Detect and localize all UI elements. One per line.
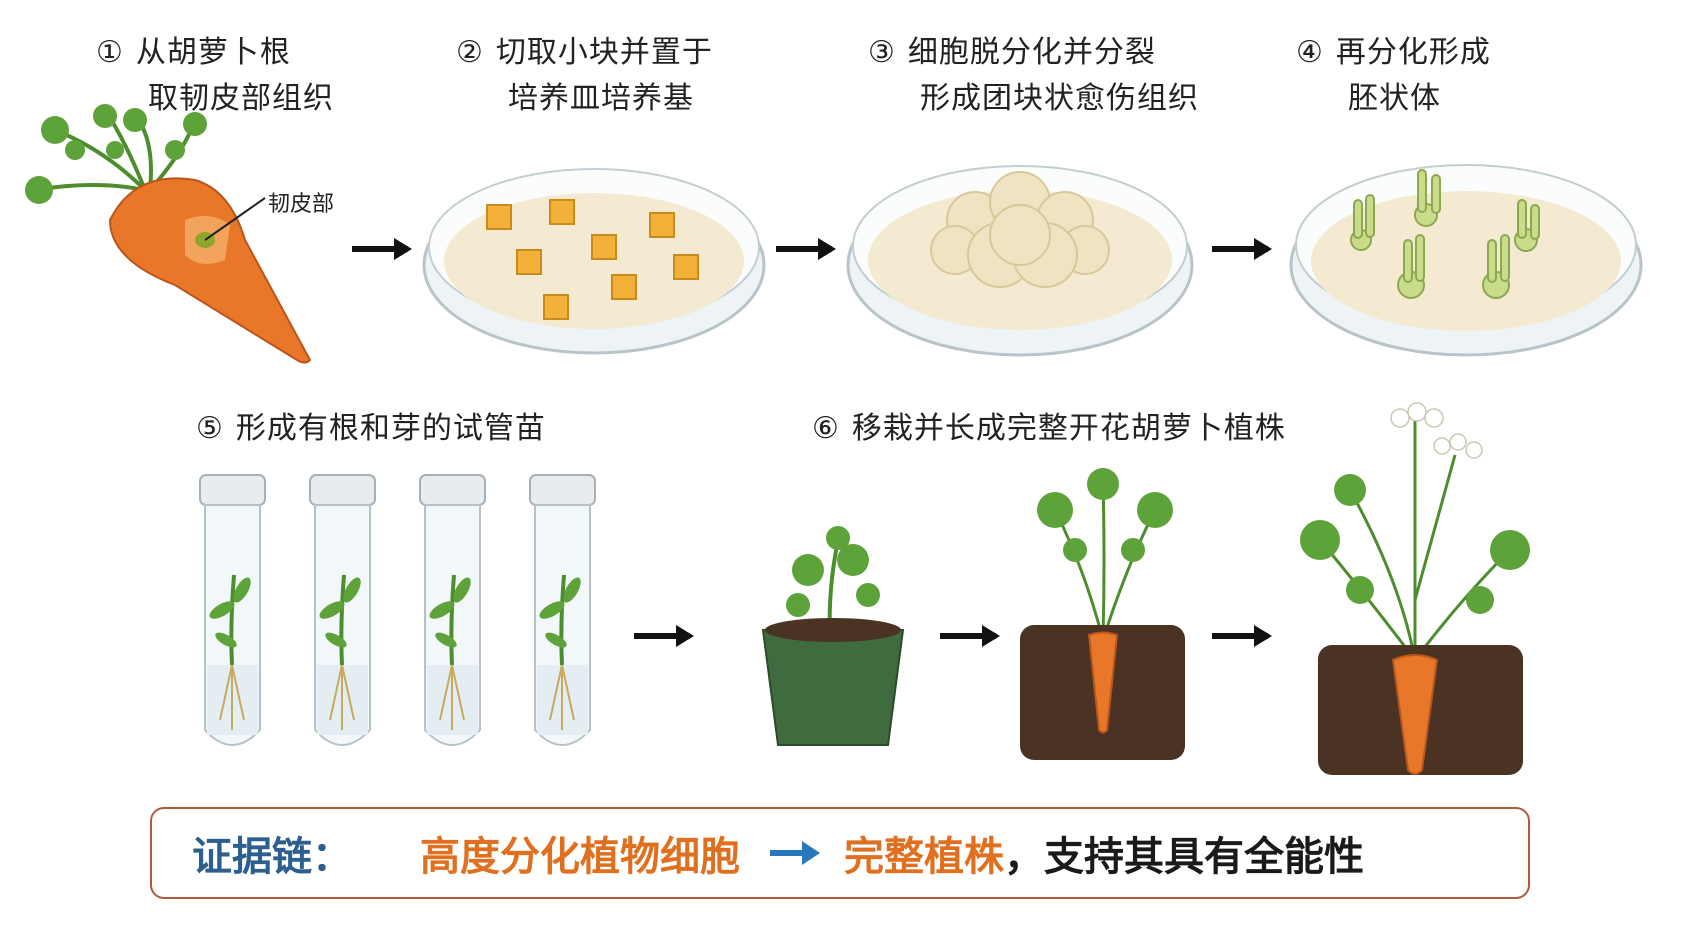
carrot-illustration	[25, 104, 312, 364]
arrow-5-6a	[634, 625, 694, 647]
arrow-2-3	[776, 238, 836, 260]
petri-dish-cubes	[422, 168, 766, 355]
arrow-6b-6c	[1212, 625, 1272, 647]
test-tubes	[199, 473, 597, 747]
arrow-1-2	[352, 238, 412, 260]
phloem-label: 韧皮部	[268, 192, 335, 217]
evidence-prefix: 证据链：	[192, 834, 352, 880]
young-carrot-soil	[1020, 468, 1185, 760]
petri-dish-embryos	[1289, 164, 1643, 357]
evidence-from: 高度分化植物细胞	[420, 834, 740, 880]
flowering-carrot	[1300, 402, 1530, 775]
arrow-3-4	[1212, 238, 1272, 260]
evidence-conclusion: ，支持其具有全能性	[1004, 834, 1364, 880]
evidence-to: 完整植株	[844, 834, 1004, 880]
petri-dish-callus	[846, 165, 1194, 357]
potted-seedling	[761, 526, 905, 746]
evidence-chain-box: 证据链： 高度分化植物细胞 完整植株 ，支持其具有全能性	[150, 807, 1530, 899]
evidence-arrow-icon	[770, 841, 820, 865]
arrow-6a-6b	[940, 625, 1000, 647]
